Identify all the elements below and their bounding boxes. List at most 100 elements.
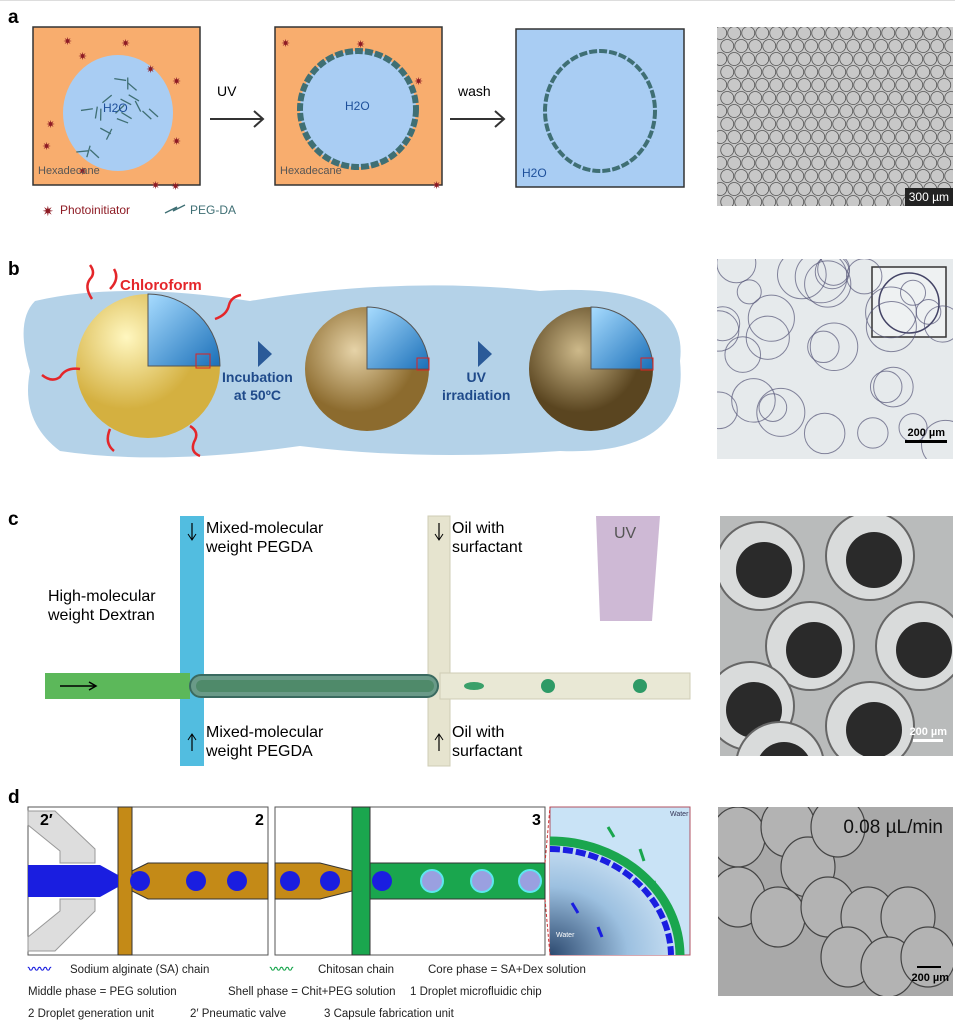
peg-da-strand	[86, 145, 91, 158]
svg-text:✷: ✷	[42, 203, 54, 219]
step-uv-line2: irradiation	[442, 387, 511, 403]
capsule-shell	[543, 49, 657, 173]
photoinitiator-icon: ✷	[281, 38, 290, 50]
photoinitiator-icon: ✷	[432, 180, 441, 192]
inset-label-water-outer: Water	[670, 811, 689, 818]
panel-a-label: a	[8, 7, 19, 28]
peg-da-strand	[121, 111, 132, 120]
scale-bar-c: 200 µm	[909, 726, 947, 738]
peg-da-strand	[128, 94, 140, 102]
photoinitiator-icon: ✷	[146, 64, 155, 76]
panel-c-schematic	[45, 515, 691, 767]
scale-bar-line-d	[917, 966, 941, 968]
legend-peg-da: PEG-DA	[190, 203, 237, 217]
chloroform-label: Chloroform	[120, 277, 202, 294]
legend-core-phase: Core phase = SA+Dex solution	[428, 964, 586, 976]
legend-chip: 1 Droplet microfluidic chip	[410, 986, 542, 998]
photoinitiator-icon: ✷	[172, 76, 181, 88]
micrograph-a: 300 µm	[717, 27, 953, 206]
peg-da-strand	[114, 78, 127, 82]
oil-top-line1: Oil with	[452, 520, 505, 537]
micrograph-c: 200 µm	[720, 516, 953, 756]
oil-channel	[427, 515, 451, 767]
droplet-2	[541, 679, 555, 693]
photoinitiator-icon: ✷	[42, 141, 51, 153]
oil-bottom-line2: surfactant	[452, 743, 523, 760]
photoinitiator-icon: ✷	[78, 166, 87, 178]
photoinitiator-icon: ✷	[78, 51, 87, 63]
shell-phase-channel	[351, 806, 371, 956]
photoinitiator-icon: ✷	[414, 76, 423, 88]
legend-middle-phase: Middle phase = PEG solution	[28, 986, 177, 998]
box-label-water: H2O	[522, 166, 547, 180]
panel-d-label: d	[8, 787, 20, 808]
photoinitiator-icon: ✷	[356, 39, 365, 51]
panel-d-schematic	[27, 806, 691, 956]
peg-da-strand	[102, 94, 113, 104]
pegda-top-line2: weight PEGDA	[206, 539, 313, 556]
photoinitiator-icon: ✷	[63, 36, 72, 48]
valve-top	[27, 810, 96, 864]
peg-da-strand	[80, 108, 93, 112]
chitosan-chain-icon: 〰〰	[270, 964, 293, 976]
peg-da-strand	[99, 127, 112, 135]
legend-shell-phase: Shell phase = Chit+PEG solution	[228, 986, 396, 998]
unit-label-valve: 2′	[40, 812, 53, 829]
scale-bar-a: 300 µm	[904, 188, 953, 206]
peg-da-strand	[127, 82, 138, 91]
uv-label: UV	[614, 525, 637, 542]
peg-da-strand	[105, 128, 113, 140]
middle-phase-channel	[117, 806, 133, 956]
step-incubation: Incubation at 50ºC	[222, 368, 293, 404]
micrograph-d: 0.08 µL/min 200 µm	[718, 807, 953, 996]
legend-pneumatic-valve: 2′ Pneumatic valve	[190, 1008, 287, 1020]
step-uv: UV	[217, 83, 237, 99]
oil-bottom-line1: Oil with	[452, 724, 505, 741]
legend-generation-unit: 2 Droplet generation unit	[28, 1008, 154, 1020]
step-uv-irradiation: UV irradiation	[442, 368, 510, 404]
peg-da-strand	[116, 118, 129, 124]
crosslinked-shell	[297, 48, 419, 170]
step-uv-line1: UV	[466, 369, 486, 385]
valve-bottom	[27, 898, 96, 952]
step-incubation-line1: Incubation	[222, 369, 293, 385]
step-arrow-2	[478, 341, 492, 367]
uv-beam	[596, 516, 660, 621]
panel-b-schematic	[23, 264, 681, 458]
legend-chitosan: Chitosan chain	[318, 964, 395, 976]
peg-da-strand	[89, 149, 100, 159]
pegda-bottom-line2: weight PEGDA	[206, 743, 313, 760]
photoinitiator-icon: ✷	[172, 136, 181, 148]
step-incubation-line2: at 50ºC	[233, 387, 281, 403]
peg-da-strand	[94, 106, 98, 119]
box-label-hexadecane-1: Hexadecane	[38, 165, 100, 177]
panel-a-schematic: ✷✷✷✷✷✷✷✷✷✷✷✷✷✷✷ ✷	[32, 26, 685, 219]
water-droplet	[63, 55, 173, 171]
pegda-bottom-label: Mixed-molecular weight PEGDA	[206, 723, 323, 761]
dextran-line2: weight Dextran	[48, 607, 155, 624]
pegda-bottom-line1: Mixed-molecular	[206, 724, 324, 741]
inner-label-water-1: H2O	[103, 101, 128, 115]
scale-bar-line-b	[905, 440, 947, 443]
peg-da-strand	[76, 150, 89, 153]
legend-fabrication-unit: 3 Capsule fabrication unit	[324, 1008, 454, 1020]
photoinitiator-icon: ✷	[121, 38, 130, 50]
scale-bar-d: 200 µm	[911, 972, 949, 984]
inset-label-water-inner: Water	[556, 932, 575, 939]
peg-da-strand	[120, 98, 132, 106]
pegda-channel	[180, 516, 204, 766]
scale-bar-line-c	[913, 739, 943, 742]
box-label-hexadecane-2: Hexadecane	[280, 165, 342, 177]
panel-b-label: b	[8, 259, 20, 280]
oil-bottom-label: Oil with surfactant	[452, 723, 522, 761]
photoinitiator-icon: ✷	[46, 119, 55, 131]
core-inlet	[28, 865, 118, 897]
peg-da-strand	[148, 108, 159, 118]
peg-da-strand	[115, 104, 125, 114]
micrograph-b: 200 µm	[717, 259, 953, 459]
flow-rate-label: 0.08 µL/min	[843, 817, 943, 838]
